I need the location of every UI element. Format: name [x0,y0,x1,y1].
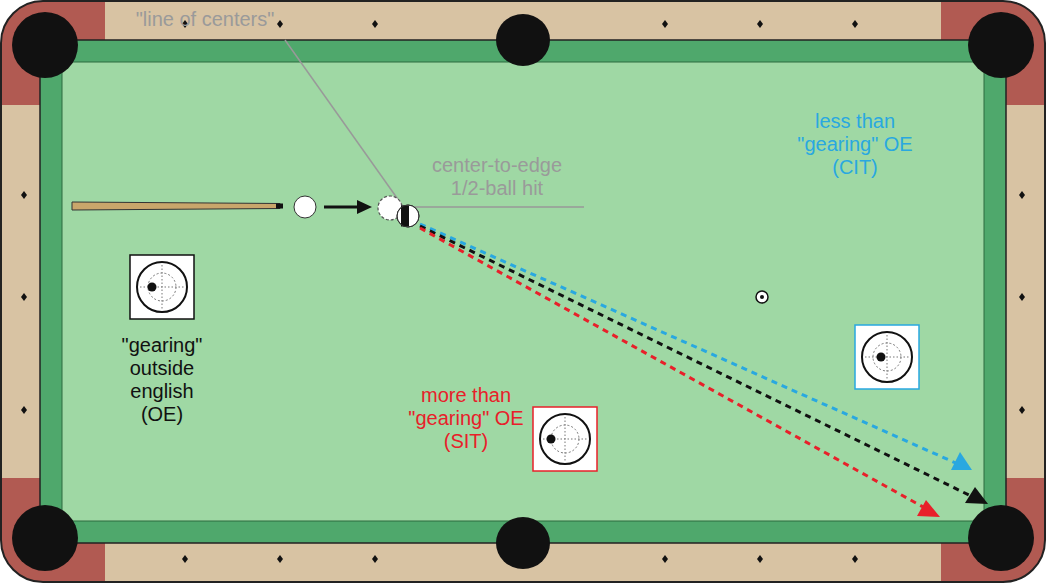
diamond [21,406,27,414]
cue-stick [72,202,283,210]
diamond [372,20,378,28]
diamond [277,20,283,28]
diamond [21,293,27,301]
diamond [372,555,378,563]
cit-label: less than "gearing" OE (CIT) [790,110,920,179]
diamonds [21,20,1025,563]
hit-label: center-to-edge 1/2-ball hit [417,154,577,200]
tip-target [130,255,194,319]
stroke-arrow [324,200,372,214]
tip-target [855,325,919,389]
arrowhead [965,487,988,504]
ball-paths [420,224,975,508]
line-of-centers [285,40,414,222]
tip-target [533,407,597,471]
arrowhead [917,500,940,517]
object-ball [397,205,419,227]
felt [62,62,984,521]
arrowhead [951,452,972,470]
cushion [40,40,1006,543]
diamond [662,20,668,28]
cue-ball [294,196,316,218]
diamond [852,555,858,563]
diamond [182,555,188,563]
line-label: "line of centers" [120,8,290,31]
diamond [1019,191,1025,199]
diamond [757,555,763,563]
diamond [757,20,763,28]
diamond [662,555,668,563]
diamond [277,555,283,563]
sit-label: more than "gearing" OE (SIT) [401,384,531,453]
diamond [21,191,27,199]
half-ball-line [406,206,584,208]
spot-ball [756,291,768,303]
diamond [1019,406,1025,414]
pockets [12,12,1034,571]
diamond [1019,293,1025,301]
oe-label: "gearing" outside english (OE) [109,334,215,426]
diamond [852,20,858,28]
